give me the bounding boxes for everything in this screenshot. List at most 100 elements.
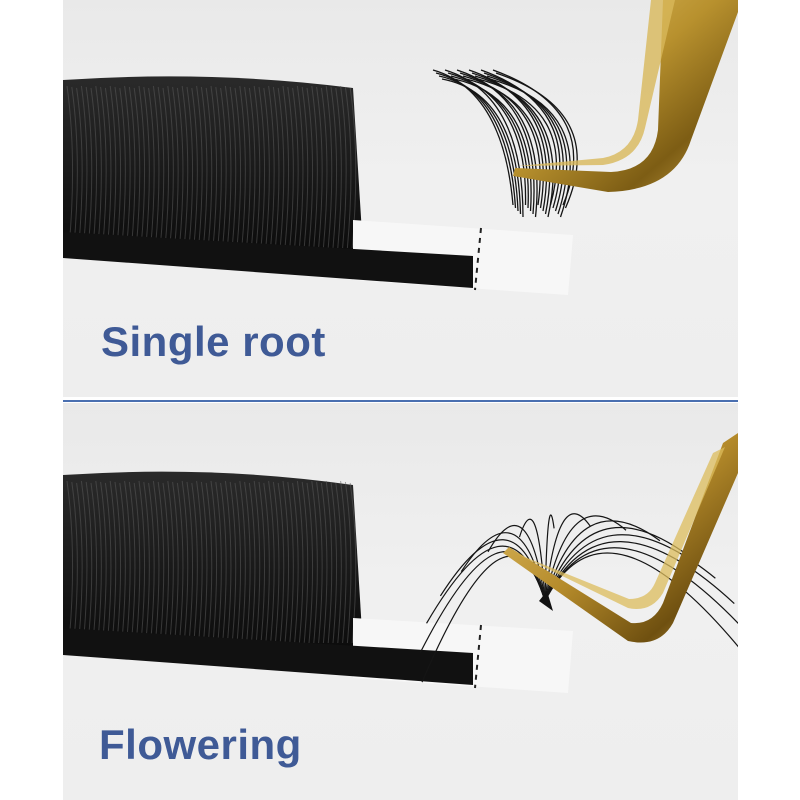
lash-strand xyxy=(292,482,299,644)
lash-strand xyxy=(253,480,261,644)
lash-strand xyxy=(320,482,328,644)
lash-strand xyxy=(85,481,93,644)
lash-strand xyxy=(172,86,179,249)
lash-strand xyxy=(224,85,232,249)
lash-strand xyxy=(104,87,112,249)
lash-strand xyxy=(138,480,146,644)
lash-tray-image xyxy=(63,76,573,295)
lash-strand xyxy=(234,482,242,644)
bundle-lash xyxy=(483,72,564,212)
lash-strand xyxy=(143,86,150,249)
lash-strand xyxy=(133,87,141,249)
lash-strand xyxy=(215,481,222,644)
lash-strand xyxy=(119,87,126,249)
lash-strand xyxy=(258,86,266,249)
bundle-lash xyxy=(435,72,517,209)
lash-strand xyxy=(248,482,256,644)
lash-strand xyxy=(311,85,318,249)
lash-strand xyxy=(344,86,352,249)
lash-strand xyxy=(191,87,198,249)
single-root-photo xyxy=(63,0,738,295)
lash-strand xyxy=(186,481,194,644)
lash-strand xyxy=(210,480,218,644)
lash-strand xyxy=(287,86,294,249)
lash-strand xyxy=(224,480,232,644)
lash-strand xyxy=(109,85,117,249)
bundle-lash xyxy=(468,69,548,212)
bundle-lash xyxy=(471,72,551,215)
bundle-lash xyxy=(444,69,524,218)
lash-strand xyxy=(167,85,174,249)
lash-strand xyxy=(95,480,102,644)
lash-strand xyxy=(325,85,333,249)
lash-strand xyxy=(104,482,112,644)
lash-strand xyxy=(282,85,290,249)
lash-strand xyxy=(100,86,107,249)
lash-strand xyxy=(191,482,198,644)
lash-strand xyxy=(76,482,83,644)
lash-strand xyxy=(282,480,290,644)
lash-strand xyxy=(268,85,275,249)
bundle-lash xyxy=(438,75,519,212)
lash-strand xyxy=(109,480,117,644)
lash-strand xyxy=(244,86,251,249)
lash-strand xyxy=(306,482,314,644)
lash-strand xyxy=(66,480,74,644)
lash-tray-image-2 xyxy=(63,471,573,693)
bundle-lash xyxy=(432,69,514,206)
lash-strand xyxy=(181,480,189,644)
lash-strand xyxy=(239,85,246,249)
lash-strand xyxy=(277,87,285,249)
lash-strand xyxy=(296,85,304,249)
lash-strand xyxy=(268,480,275,644)
lash-strand xyxy=(114,481,122,644)
lash-strand xyxy=(263,482,270,644)
bundle-lash xyxy=(462,75,541,206)
flowering-caption: Flowering xyxy=(99,721,302,768)
lash-strand xyxy=(277,482,285,644)
bundle-lash xyxy=(453,78,532,212)
lash-strand xyxy=(335,482,342,644)
lash-strand xyxy=(306,87,314,249)
lash-strand xyxy=(287,481,294,644)
lash-strand xyxy=(229,481,237,644)
lash-strand xyxy=(244,481,251,644)
lash-strand xyxy=(311,480,318,644)
lash-strand xyxy=(90,87,98,249)
lash-strand xyxy=(340,85,347,249)
lash-strand xyxy=(239,480,246,644)
lash-strand xyxy=(210,85,218,249)
lash-strand xyxy=(95,85,102,249)
lash-strand xyxy=(301,86,309,249)
bundle-lash xyxy=(486,75,568,215)
fan-lash xyxy=(544,526,691,602)
lash-strand xyxy=(157,86,165,249)
lash-strand xyxy=(162,87,170,249)
bundle-lash xyxy=(459,72,538,218)
lash-strand xyxy=(66,85,74,249)
lash-strand xyxy=(340,480,347,644)
lash-strand xyxy=(296,480,304,644)
lash-strand xyxy=(344,481,352,644)
bundle-lash xyxy=(474,75,554,218)
lash-strand xyxy=(176,87,184,249)
middle-divider xyxy=(63,400,738,402)
lash-strand xyxy=(71,86,78,249)
lash-strand xyxy=(148,87,155,249)
lash-strand xyxy=(100,481,107,644)
lash-strand xyxy=(205,87,213,249)
lash-strand xyxy=(316,481,323,644)
tweezer-image-2 xyxy=(503,433,738,643)
lash-strand xyxy=(128,86,136,249)
lash-strand xyxy=(320,87,328,249)
lash-strand xyxy=(80,85,88,249)
lash-strand xyxy=(196,480,203,644)
lash-strand xyxy=(272,86,280,249)
lash-strand xyxy=(325,480,333,644)
lash-strand xyxy=(85,86,93,249)
bundle-lash xyxy=(450,75,529,209)
lash-strand xyxy=(220,482,227,644)
lash-strand xyxy=(316,86,323,249)
lash-strand xyxy=(335,87,342,249)
lash-strand xyxy=(124,85,131,249)
